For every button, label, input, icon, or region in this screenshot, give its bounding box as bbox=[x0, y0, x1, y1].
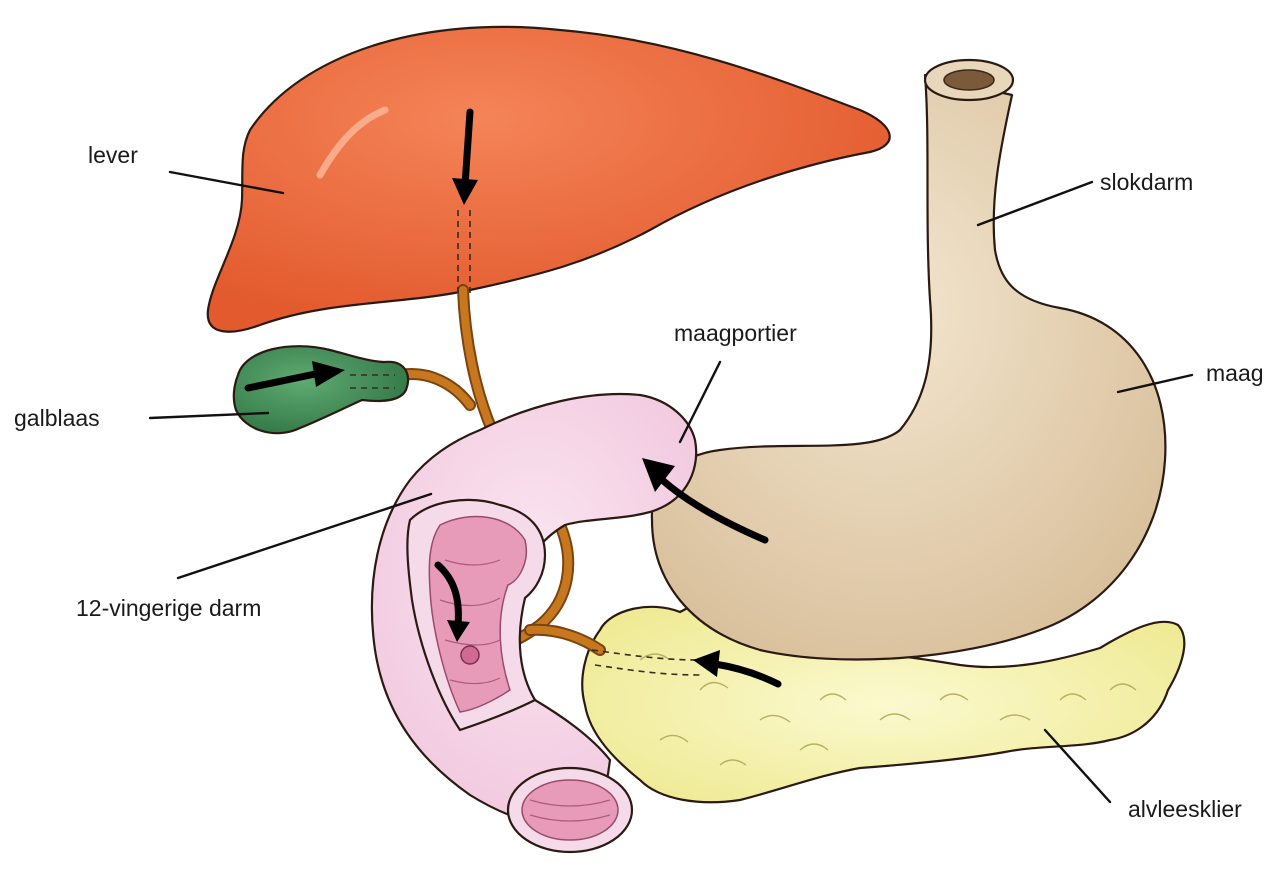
leader-pylorus bbox=[680, 362, 720, 442]
label-pancreas: alvleesklier bbox=[1128, 796, 1242, 822]
label-esophagus: slokdarm bbox=[1100, 169, 1193, 195]
gallbladder-shape bbox=[234, 346, 408, 433]
label-pylorus: maagportier bbox=[674, 320, 797, 346]
label-gallbladder: galblaas bbox=[14, 405, 100, 431]
label-duodenum: 12-vingerige darm bbox=[76, 595, 261, 621]
liver-shape bbox=[208, 27, 890, 332]
label-stomach: maag bbox=[1206, 360, 1264, 386]
arrow-liver-down bbox=[465, 112, 470, 185]
label-liver: lever bbox=[88, 142, 138, 168]
